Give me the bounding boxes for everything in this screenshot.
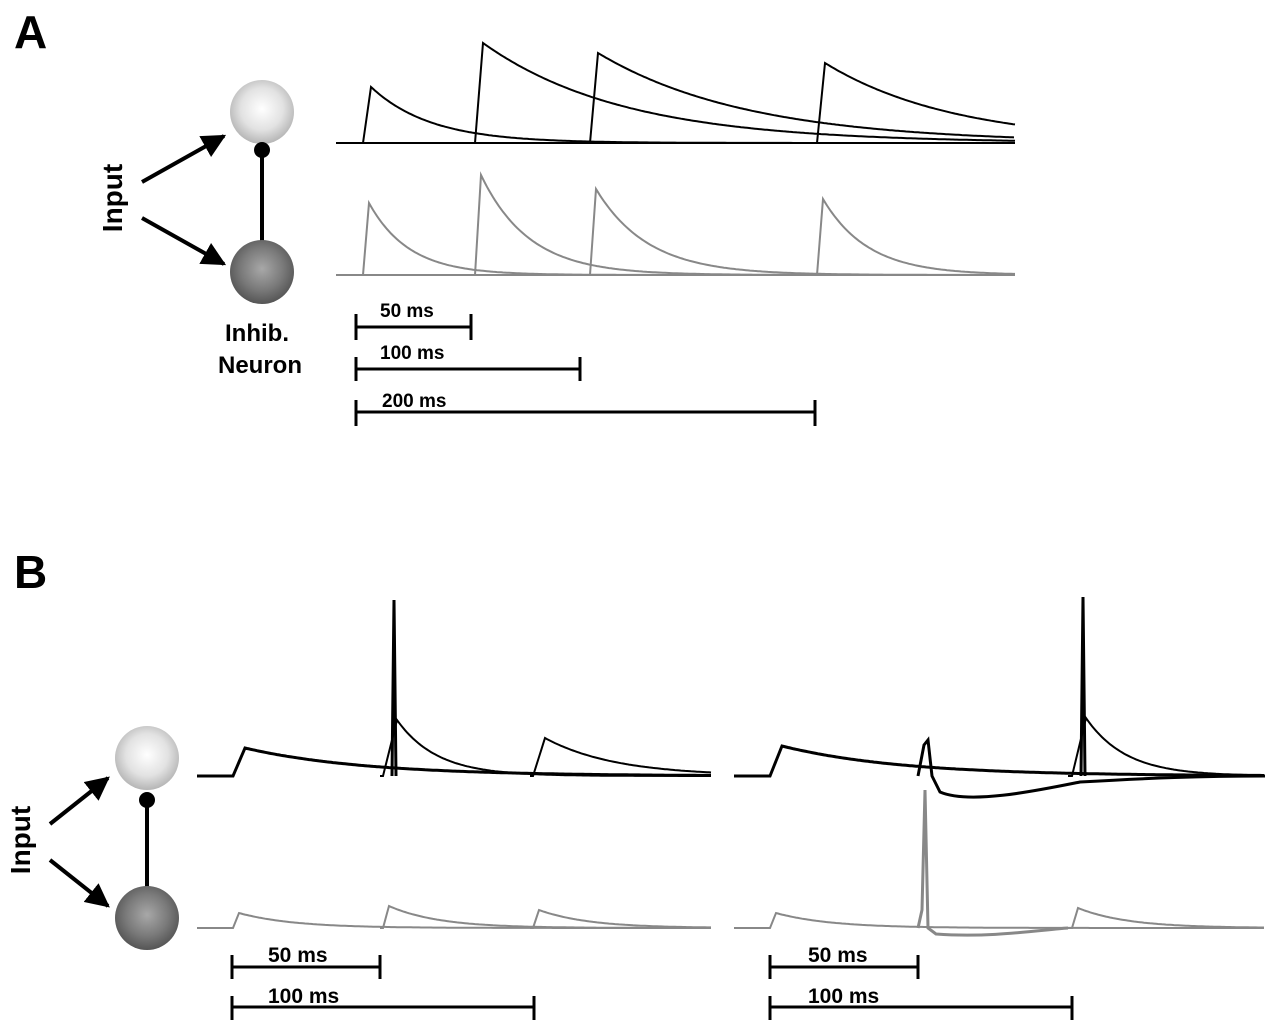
excitatory-trace <box>916 736 1265 799</box>
panel-a-circuit: Input Inhib. Neuron <box>97 80 302 379</box>
inhibitory-neuron <box>115 886 179 950</box>
scalebar-label: 50 ms <box>808 944 868 967</box>
inhibitory-trace <box>530 908 711 929</box>
inhib-label-line1: Inhib. <box>225 320 289 347</box>
scalebar-label: 100 ms <box>808 985 879 1008</box>
excitatory-neuron <box>230 80 294 144</box>
scalebar-100ms: 100 ms <box>768 985 1074 1020</box>
panel-a-input-label: Input <box>97 164 128 232</box>
panel-b-right-scalebars: 50 ms 100 ms <box>768 944 1074 1020</box>
inhibitory-trace <box>336 185 1014 276</box>
inhibitory-trace <box>336 171 1015 276</box>
input-arrow-top <box>48 776 110 826</box>
excitatory-trace <box>380 717 711 777</box>
inhibitory-trace <box>336 195 1015 276</box>
scalebar-200ms: 200 ms <box>354 391 817 426</box>
panel-b-left-scalebars: 50 ms 100 ms <box>230 944 536 1020</box>
panel-a: A Input Inhib. Neuron 50 ms 100 ms <box>14 6 1016 426</box>
panel-a-traces <box>336 41 1016 276</box>
panel-b-traces <box>197 596 1265 937</box>
scalebar-100ms: 100 ms <box>230 985 536 1020</box>
scalebar-label: 100 ms <box>268 985 339 1008</box>
inhibitory-neuron <box>230 240 294 304</box>
scalebar-label: 200 ms <box>382 391 446 412</box>
input-arrow-bottom <box>141 216 227 266</box>
panel-b-input-label: Input <box>5 806 36 874</box>
action-potential-spike <box>1079 596 1087 777</box>
panel-a-scalebars: 50 ms 100 ms 200 ms <box>354 301 817 426</box>
inhibitory-trace <box>380 904 711 929</box>
scalebar-label: 50 ms <box>380 301 434 322</box>
scalebar-50ms: 50 ms <box>768 944 920 979</box>
excitatory-trace <box>1068 715 1264 777</box>
scalebar-label: 50 ms <box>268 944 328 967</box>
excitatory-trace <box>336 61 1016 144</box>
scalebar-label: 100 ms <box>380 343 444 364</box>
action-potential-spike <box>916 789 1069 937</box>
excitatory-neuron <box>115 726 179 790</box>
input-arrow-top <box>141 134 227 184</box>
input-arrow-bottom <box>48 858 110 908</box>
inhibitory-trace <box>734 911 1264 929</box>
scalebar-50ms: 50 ms <box>230 944 382 979</box>
excitatory-trace <box>336 51 1015 144</box>
inhibitory-trace <box>1068 906 1264 929</box>
inhibitory-synapse-dot <box>254 142 270 158</box>
inhib-label-line2: Neuron <box>218 352 302 379</box>
excitatory-trace <box>734 744 1264 778</box>
action-potential-spike <box>390 599 398 777</box>
excitatory-trace <box>336 85 1015 144</box>
panel-b-label: B <box>14 546 47 598</box>
scalebar-50ms: 50 ms <box>354 301 473 340</box>
panel-b: B Input 50 ms 100 ms 50 ms <box>5 546 1265 1020</box>
scalebar-100ms: 100 ms <box>354 343 582 381</box>
excitatory-trace <box>336 41 1016 144</box>
panel-b-circuit: Input <box>5 726 179 950</box>
panel-a-label: A <box>14 6 47 58</box>
inhibitory-synapse-dot <box>139 792 155 808</box>
excitatory-trace <box>530 736 712 777</box>
